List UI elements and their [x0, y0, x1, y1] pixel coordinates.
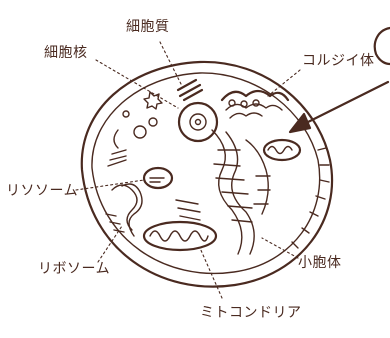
label-lysosome: リソソーム	[6, 183, 79, 199]
label-cytoplasm: 細胞質	[126, 19, 170, 35]
endoplasmic-reticulum	[211, 129, 271, 255]
membrane-hatching	[291, 147, 330, 249]
leader-lysosome	[75, 179, 145, 191]
label-golgi: コルジイ体	[302, 53, 375, 69]
label-mitochondria: ミトコンドリア	[200, 305, 302, 321]
leader-vesicle	[261, 237, 299, 259]
pointer-arrow	[298, 80, 390, 128]
leader-cytoplasm	[159, 41, 183, 87]
leader-nucleus	[95, 59, 179, 109]
arrow-head	[288, 112, 312, 134]
vesicle-small	[122, 110, 130, 118]
label-vesicle: 小胞体	[298, 255, 342, 271]
nucleolus	[189, 113, 207, 131]
centrosome	[143, 91, 163, 110]
cytoplasm-mark	[176, 78, 204, 102]
cell-membrane-inner	[91, 72, 321, 275]
nucleolus-core	[194, 118, 202, 126]
leader-golgi	[267, 69, 301, 97]
ribosome-er	[105, 149, 143, 237]
leader-mitochondria	[199, 247, 223, 299]
nucleus	[177, 101, 219, 143]
golgi-apparatus	[220, 89, 290, 119]
cytoskeleton-lines	[113, 129, 201, 221]
mitochondria-right	[262, 138, 302, 162]
lysosome	[142, 166, 174, 190]
cell-membrane	[80, 60, 334, 288]
vesicle-small	[148, 117, 158, 127]
corner-circle	[373, 26, 390, 66]
mitochondria	[142, 220, 218, 252]
label-ribosome: リボソーム	[38, 261, 111, 277]
label-nucleus: 細胞核	[44, 45, 88, 61]
leader-ribosome	[97, 225, 123, 263]
vesicle-small	[133, 125, 147, 139]
